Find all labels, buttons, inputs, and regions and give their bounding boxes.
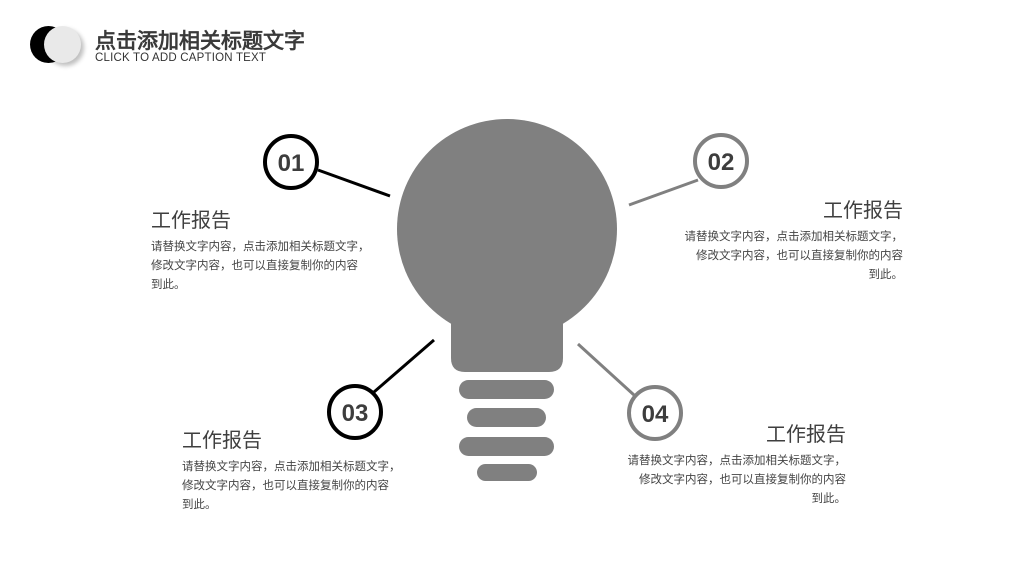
logo — [30, 26, 82, 64]
svg-text:04: 04 — [642, 401, 669, 428]
lightbulb-icon — [397, 119, 617, 481]
svg-text:03: 03 — [342, 400, 369, 427]
number-circle-02: 02 — [693, 133, 749, 189]
text-block-01: 工作报告 请替换文字内容，点击添加相关标题文字， 修改文字内容，也可以直接复制你… — [151, 207, 370, 294]
block-heading[interactable]: 工作报告 — [151, 208, 231, 232]
page-title[interactable]: 点击添加相关标题文字 — [95, 29, 305, 53]
connector-line-02 — [628, 178, 699, 207]
block-body[interactable]: 请替换文字内容，点击添加相关标题文字， 修改文字内容，也可以直接复制你的内容 到… — [627, 453, 847, 505]
block-body[interactable]: 请替换文字内容，点击添加相关标题文字， 修改文字内容，也可以直接复制你的内容 到… — [684, 229, 904, 281]
connector-line-01 — [317, 168, 391, 198]
text-block-02: 工作报告 请替换文字内容，点击添加相关标题文字， 修改文字内容，也可以直接复制你… — [685, 197, 904, 284]
page-subtitle[interactable]: CLICK TO ADD CAPTION TEXT — [95, 52, 267, 64]
text-block-04: 工作报告 请替换文字内容，点击添加相关标题文字， 修改文字内容，也可以直接复制你… — [628, 421, 847, 508]
logo-light-circle-icon — [44, 26, 81, 63]
text-block-03: 工作报告 请替换文字内容，点击添加相关标题文字， 修改文字内容，也可以直接复制你… — [182, 427, 401, 514]
svg-text:01: 01 — [278, 150, 305, 177]
block-heading[interactable]: 工作报告 — [766, 422, 846, 446]
connector-line-03 — [373, 338, 435, 394]
block-heading[interactable]: 工作报告 — [182, 428, 262, 452]
number-circle-03: 03 — [327, 384, 383, 440]
number-circle-01: 01 — [263, 134, 319, 190]
block-body[interactable]: 请替换文字内容，点击添加相关标题文字， 修改文字内容，也可以直接复制你的内容 到… — [151, 239, 370, 291]
svg-text:02: 02 — [708, 149, 735, 176]
block-body[interactable]: 请替换文字内容，点击添加相关标题文字， 修改文字内容，也可以直接复制你的内容 到… — [182, 459, 401, 511]
connector-line-04 — [576, 342, 636, 397]
number-circle-04: 04 — [627, 385, 683, 441]
block-heading[interactable]: 工作报告 — [823, 198, 903, 222]
